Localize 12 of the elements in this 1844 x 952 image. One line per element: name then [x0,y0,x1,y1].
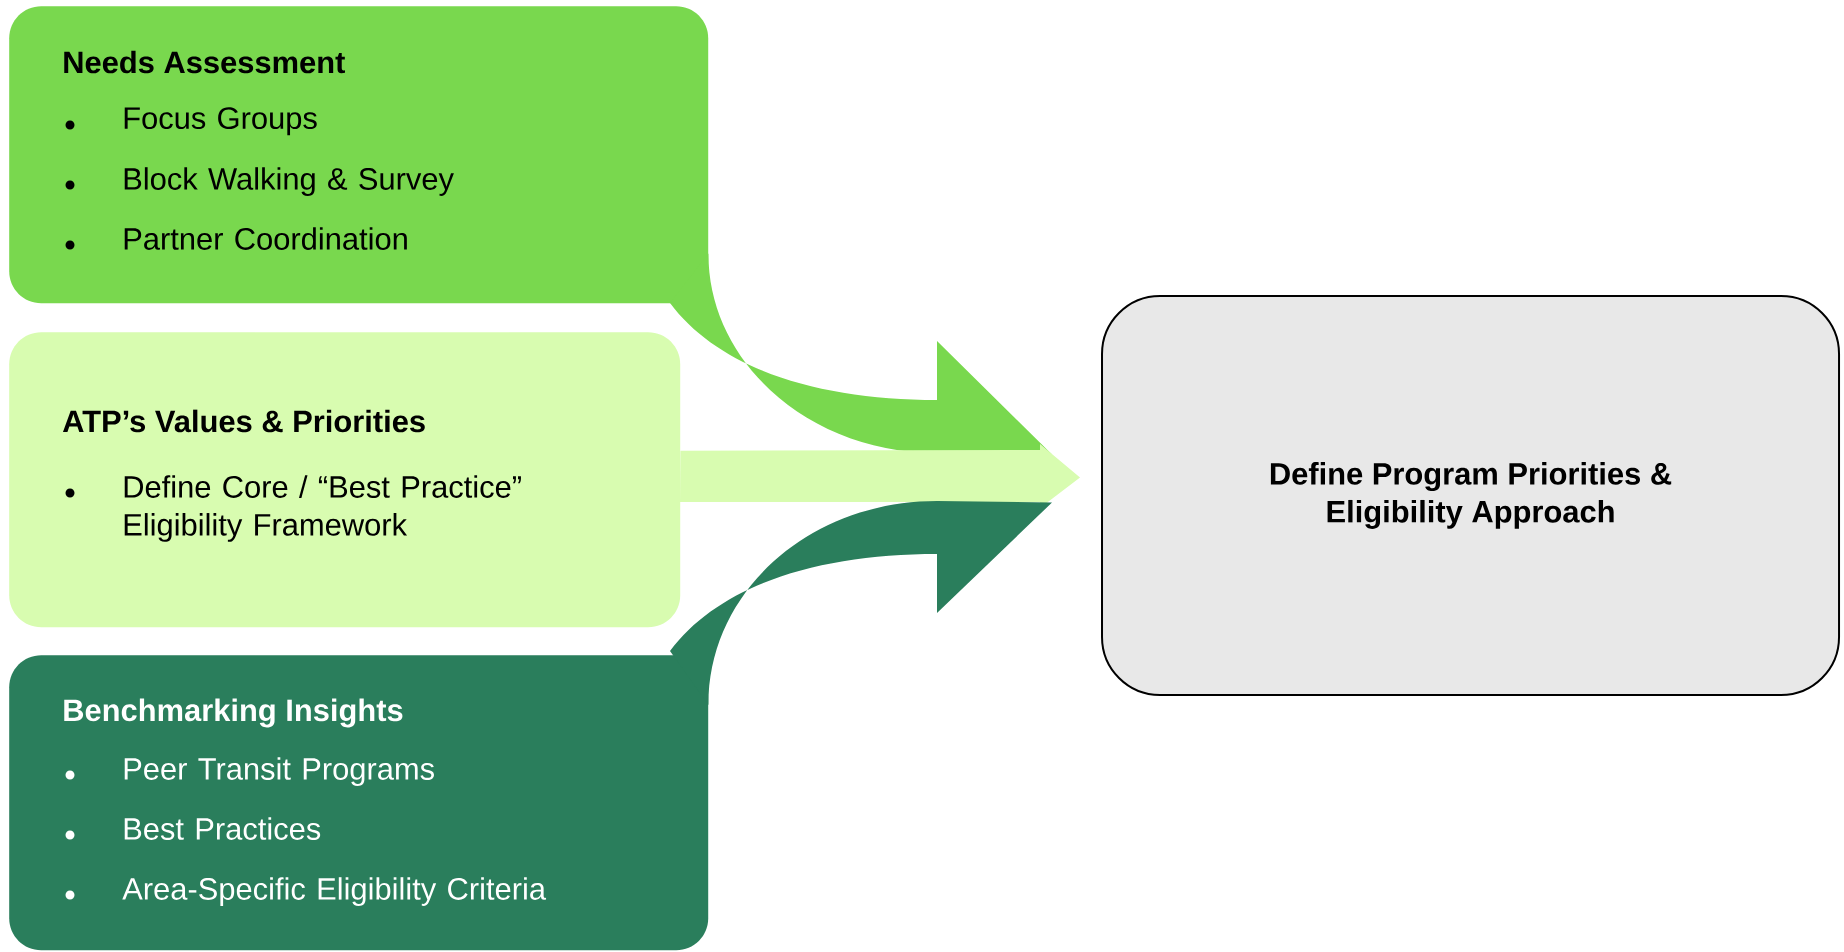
bullet-item: Best Practices [65,817,321,840]
box-heading: Needs Assessment [64,50,345,74]
bullet-item: Block Walking & Survey [65,167,454,196]
bullet-item: Partner Coordination [65,227,407,250]
result-box: Define Program Priorities & Eligibility Approach [1101,295,1841,696]
bullet-item: Define Core / “Best Practice” Eligibility Framework [65,475,521,542]
box-heading: Benchmarking Insights [64,698,403,728]
bullet-item: Area-Specific Eligibility Criteria [65,877,547,906]
bullet-item: Focus Groups [65,107,317,136]
arrow [670,501,1052,705]
bullet-item: Peer Transit Programs [65,757,434,786]
box-heading: ATP’s Values & Priorities [62,409,425,433]
